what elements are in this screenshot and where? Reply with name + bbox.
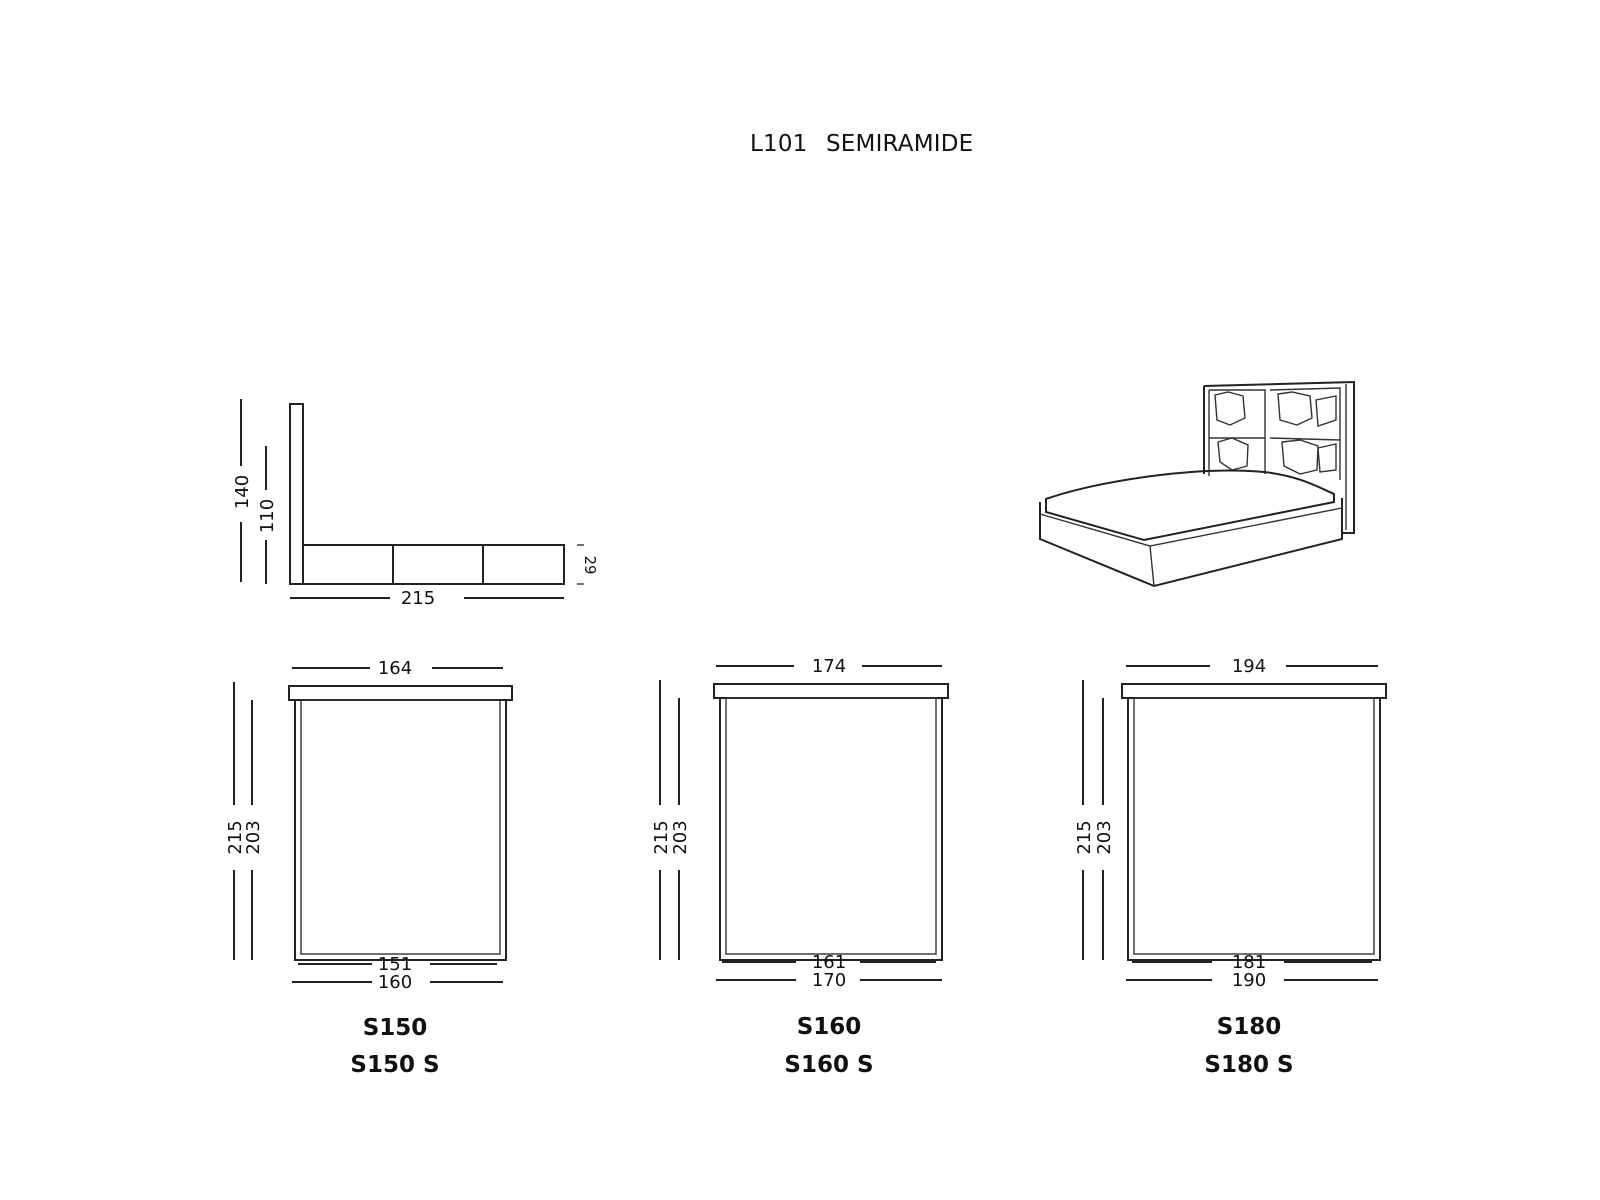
plan-frame-outer <box>719 697 943 961</box>
dim-top-width: 174 <box>812 656 846 677</box>
dim-height-headboard: 110 <box>257 499 278 533</box>
plan-headboard <box>288 685 513 701</box>
model-name: S160 <box>797 1014 862 1040</box>
headboard-panels <box>1208 387 1341 480</box>
model-name: S150 <box>363 1015 428 1041</box>
plan-headboard <box>713 683 949 699</box>
side-headboard <box>289 403 304 585</box>
base-frame <box>1039 498 1343 588</box>
base-edges <box>1039 507 1343 587</box>
dim-length-outer: 215 <box>651 820 672 854</box>
title-block: L101 SEMIRAMIDE <box>750 131 973 157</box>
side-frame <box>302 544 565 585</box>
quilted-pattern <box>1214 391 1249 471</box>
plan-frame-inner <box>300 699 501 955</box>
dim-outer-width: 190 <box>1232 970 1266 991</box>
perspective-view <box>1039 380 1355 588</box>
plan-frame-inner <box>1133 697 1375 955</box>
dim-length: 215 <box>401 588 435 609</box>
dim-top-width: 194 <box>1232 656 1266 677</box>
dim-length-outer: 215 <box>1074 820 1095 854</box>
dim-length-outer: 215 <box>225 820 246 854</box>
product-code: L101 <box>750 131 808 157</box>
model-variant: S160 S <box>784 1052 873 1078</box>
headboard-seam <box>1209 437 1341 441</box>
headboard-outline <box>1203 380 1355 534</box>
model-variant: S180 S <box>1204 1052 1293 1078</box>
dim-inner-width: 161 <box>812 952 846 973</box>
model-name: S180 <box>1217 1014 1282 1040</box>
dim-length-inner: 203 <box>1094 820 1115 854</box>
quilted-pattern <box>1277 391 1337 475</box>
mattress <box>1045 469 1335 542</box>
dim-outer-width: 170 <box>812 970 846 991</box>
model-variant: S150 S <box>350 1052 439 1078</box>
dim-inner-width: 181 <box>1232 952 1266 973</box>
plan-frame-outer <box>1127 697 1381 961</box>
dim-length-inner: 203 <box>243 820 264 854</box>
side-view: 140 110 29 215 <box>232 399 599 609</box>
dim-frame-height: 29 <box>581 555 599 574</box>
dim-top-width: 164 <box>378 658 412 679</box>
product-name: SEMIRAMIDE <box>826 131 973 157</box>
dim-height-total: 140 <box>232 475 253 509</box>
plan-headboard <box>1121 683 1387 699</box>
dim-inner-width: 151 <box>378 954 412 975</box>
plan-frame-inner <box>725 697 937 955</box>
plan-frame-outer <box>294 699 507 961</box>
dim-length-inner: 203 <box>670 820 691 854</box>
dim-outer-width: 160 <box>378 972 412 993</box>
